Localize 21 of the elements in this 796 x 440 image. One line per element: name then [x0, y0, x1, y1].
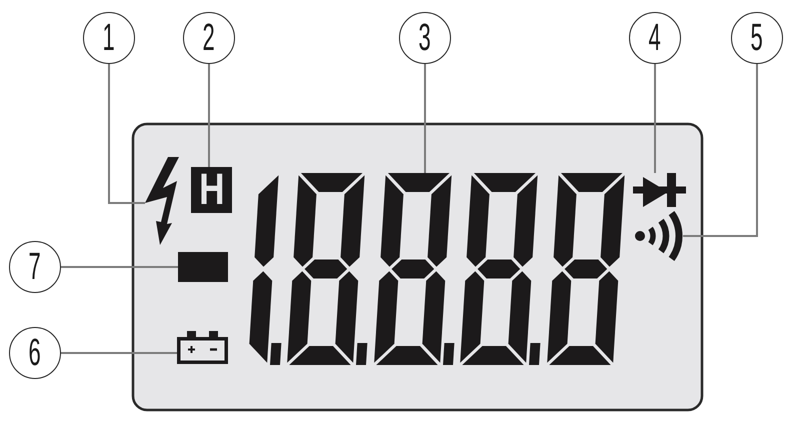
leader-line	[654, 64, 656, 173]
leader-line	[61, 266, 178, 268]
battery-icon	[177, 331, 228, 364]
lightning-bolt-icon	[145, 157, 180, 245]
callout-number: 6	[9, 327, 61, 379]
leader-line	[208, 64, 210, 167]
callout-number: 2	[183, 12, 235, 64]
callout-number: 1	[83, 12, 135, 64]
diode-icon	[633, 173, 686, 207]
lcd-indicator: H	[191, 167, 232, 213]
leader-line	[108, 64, 145, 204]
callout-number: 5	[731, 12, 783, 64]
sound-wave-icon	[635, 210, 683, 262]
callout-number: 3	[399, 12, 451, 64]
leader-line	[61, 352, 177, 354]
leader-line	[683, 64, 758, 237]
callout-number: 4	[629, 12, 681, 64]
seven-segment-digits	[248, 173, 625, 365]
callout-number: 7	[9, 241, 61, 293]
leader-line	[424, 64, 426, 173]
minus-segment	[178, 252, 228, 282]
